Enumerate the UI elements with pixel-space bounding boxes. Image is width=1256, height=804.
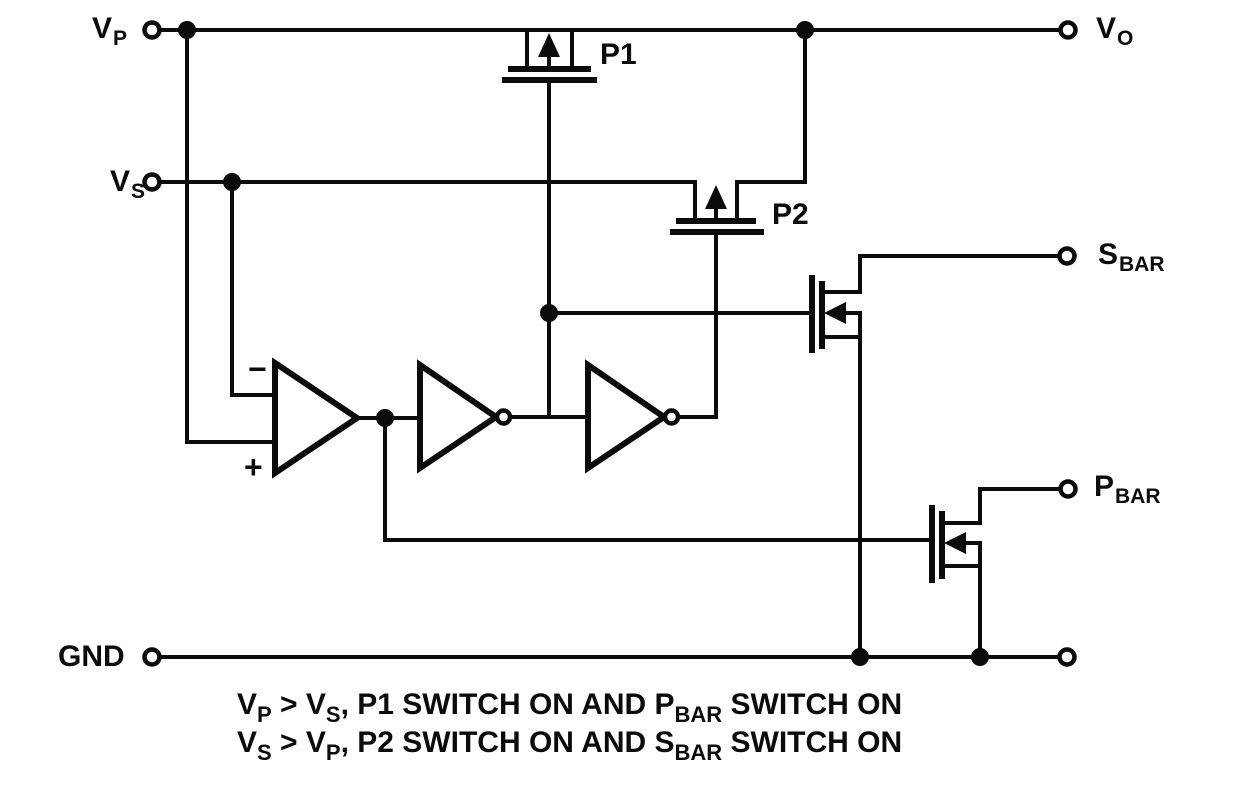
pbar-source-gnd-junction-dot (971, 648, 989, 666)
vp-junction-dot (178, 21, 196, 39)
comparator-output-junction-dot (376, 409, 394, 427)
gnd-right-terminal (1057, 647, 1077, 667)
schematic-graphics (142, 20, 1078, 667)
inverter2-to-p2-gate-wire (676, 231, 718, 419)
p1-gate-junction-dot (540, 304, 558, 322)
comparator-minus-label: − (248, 351, 267, 387)
pbar-body-arrowhead (944, 532, 966, 554)
pbar-terminal (1058, 479, 1078, 499)
transistor-p2-symbol (670, 180, 764, 235)
inverter2-bubble (662, 408, 681, 426)
sbar-terminal (1057, 246, 1077, 266)
pbar-port-label: PBAR (1094, 470, 1161, 508)
sbar-port-label: SBAR (1098, 238, 1165, 276)
vo-terminal (1058, 20, 1078, 40)
wires (150, 28, 1070, 659)
vs-junction-dot (223, 173, 241, 191)
p2-body-arrowhead (705, 185, 727, 209)
p1-body-arrowhead (538, 33, 560, 57)
pbar-drain-wire (940, 487, 1070, 525)
sbar-drain-wire (820, 254, 1069, 294)
sbar-body-arrowhead (824, 302, 846, 324)
vo-port-label: VO (1096, 12, 1133, 50)
vs-terminal (142, 172, 162, 192)
pbar-gate-wire (383, 416, 934, 542)
vp-to-comparator-plus-wire (185, 28, 277, 444)
sbar-source-gnd-junction-dot (851, 648, 869, 666)
inverter2-triangle (585, 359, 670, 474)
logic-symbols (272, 357, 681, 479)
p1-transistor-label: P1 (600, 38, 637, 71)
inverter1-bubble (494, 408, 513, 426)
transistor-sbar-symbol (809, 275, 862, 353)
vo-junction-dot (796, 21, 814, 39)
vs-port-label: VS (110, 165, 145, 203)
vo-to-p2-drain-wire (735, 28, 807, 184)
caption-line-2: VS > VP, P2 SWITCH ON AND SBAR SWITCH ON (237, 726, 902, 765)
comparator-triangle (272, 357, 363, 479)
vp-port-label: VP (92, 12, 127, 50)
gnd-left-terminal (142, 647, 162, 667)
vp-terminal (142, 20, 162, 40)
transistor-pbar-symbol (929, 505, 982, 583)
vs-to-comparator-minus-wire (230, 180, 277, 397)
gnd-port-label: GND (58, 640, 125, 673)
comparator-plus-label: + (244, 449, 263, 485)
labels: VP VS VO SBAR PBAR GND P1 P2 − + VP > VS… (58, 12, 1165, 765)
inverter1-triangle (417, 359, 502, 474)
junction-dots (178, 21, 989, 666)
terminals (142, 20, 1078, 667)
p2-transistor-label: P2 (772, 198, 809, 231)
transistor-p1-symbol (502, 28, 597, 83)
caption-line-1: VP > VS, P1 SWITCH ON AND PBAR SWITCH ON (237, 688, 902, 727)
